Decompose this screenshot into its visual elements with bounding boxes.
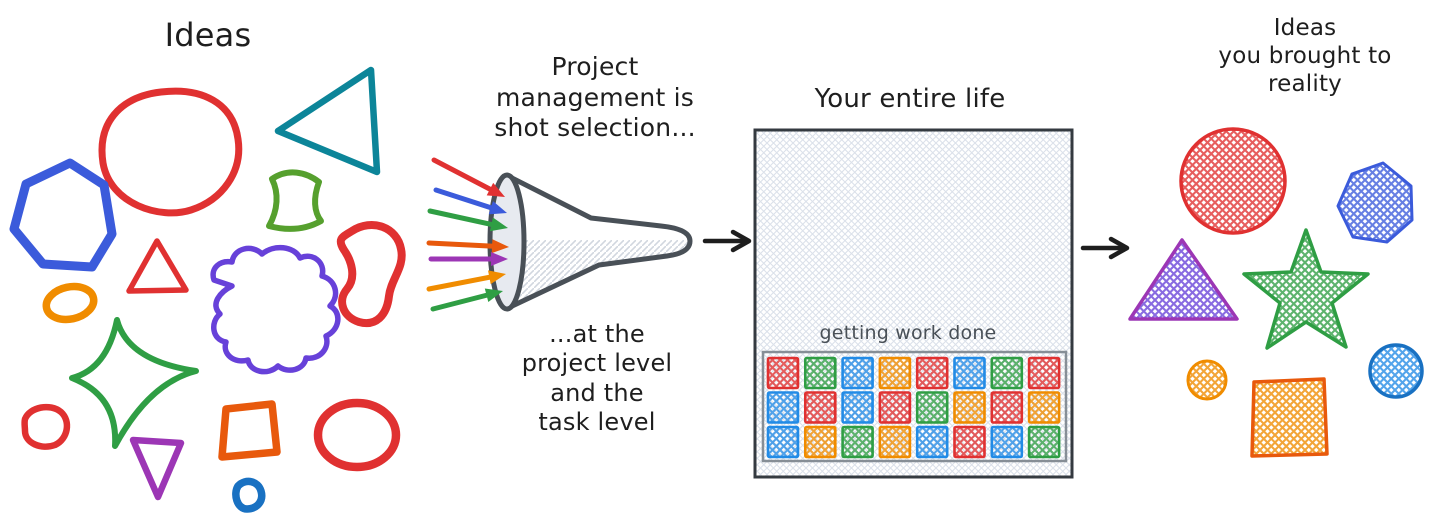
- funnel-arrow-shaft: [427, 208, 501, 229]
- work-cell: [953, 425, 986, 459]
- idea-down-triangle-icon: [129, 436, 185, 501]
- arrow-funnel-to-box: [702, 229, 752, 253]
- work-cell: [953, 391, 986, 424]
- reality-small-circle-icon: [1186, 359, 1228, 401]
- work-cell: [803, 391, 837, 424]
- work-cell: [915, 356, 949, 390]
- work-cell: [878, 356, 912, 390]
- funnel-arrow-head-icon: [488, 201, 507, 215]
- idea-small-ellipse-icon: [42, 282, 98, 324]
- reality-title: Ideas you brought to reality: [1218, 15, 1392, 98]
- idea-bean-icon: [336, 221, 406, 328]
- work-cell: [878, 425, 912, 459]
- funnel-arrow-shaft: [430, 291, 496, 312]
- funnel-arrow-head-icon: [491, 252, 508, 266]
- work-cell: [766, 356, 800, 390]
- idea-small-blob-icon: [21, 403, 71, 450]
- work-cell: [766, 425, 800, 459]
- funnel-caption-top: Project management is shot selection...: [494, 52, 696, 142]
- reality-small-circle-blue-icon: [1368, 343, 1424, 399]
- work-cell: [953, 356, 986, 390]
- work-cell: [841, 425, 874, 459]
- work-cell: [841, 391, 874, 424]
- funnel-arrow-head-icon: [489, 217, 508, 232]
- work-cell: [766, 391, 800, 424]
- funnel-outline: [505, 173, 693, 311]
- funnel-arrow-head-icon: [484, 288, 503, 302]
- work-cell: [1027, 391, 1061, 424]
- ideas-title: Ideas: [164, 16, 252, 54]
- funnel-arrow-head-icon: [486, 182, 505, 197]
- funnel-arrow-shaft: [426, 240, 502, 249]
- work-label: getting work done: [819, 322, 997, 344]
- reality-circle-icon: [1179, 127, 1287, 235]
- idea-cloud-icon: [210, 244, 341, 375]
- arrow-box-to-reality: [1080, 236, 1130, 260]
- ideas-cluster: [9, 66, 406, 513]
- life-box-frame: [753, 128, 1074, 479]
- work-cell: [990, 425, 1024, 459]
- arrow-head-icon: [1108, 236, 1130, 260]
- funnel-arrow-shaft: [426, 273, 499, 292]
- idea-triangle-icon: [274, 66, 381, 176]
- funnel-arrow-head-icon: [488, 270, 506, 285]
- work-cell: [990, 356, 1024, 390]
- work-grid: [766, 356, 1061, 459]
- work-cell: [878, 391, 912, 424]
- funnel-arrow-shaft: [431, 157, 499, 195]
- work-cell: [803, 356, 837, 390]
- arrow-head-icon: [730, 229, 752, 253]
- reality-star-icon: [1242, 228, 1370, 350]
- reality-cluster: [1128, 127, 1424, 458]
- work-cell: [841, 356, 874, 390]
- idea-square-icon: [218, 400, 281, 461]
- reality-triangle-icon: [1128, 238, 1239, 321]
- funnel: [426, 157, 752, 312]
- work-box-frame: [761, 350, 1068, 463]
- work-cell: [915, 425, 949, 459]
- work-cell: [990, 391, 1024, 424]
- reality-square-icon: [1250, 377, 1329, 458]
- funnel-arrow-shaft: [433, 187, 500, 213]
- idea-large-blob-icon: [98, 87, 243, 217]
- life-box-title: Your entire life: [814, 84, 1006, 114]
- idea-tiny-blob-icon: [232, 477, 266, 513]
- funnel-arrow-head-icon: [491, 239, 509, 254]
- idea-heptagon-icon: [9, 158, 117, 272]
- work-cell: [803, 425, 837, 459]
- work-cell: [1027, 356, 1061, 390]
- work-cell: [915, 391, 949, 424]
- work-cell: [1027, 425, 1061, 459]
- idea-diamond-icon: [266, 169, 324, 232]
- idea-small-triangle-icon: [126, 238, 189, 294]
- funnel-caption-bottom: ...at the project level and the task lev…: [521, 320, 673, 436]
- reality-heptagon-icon: [1336, 161, 1414, 244]
- life-box: [753, 128, 1130, 479]
- idea-four-point-star-icon: [69, 317, 199, 449]
- idea-circle-icon: [313, 398, 401, 472]
- funnel-input-arrows: [426, 157, 509, 312]
